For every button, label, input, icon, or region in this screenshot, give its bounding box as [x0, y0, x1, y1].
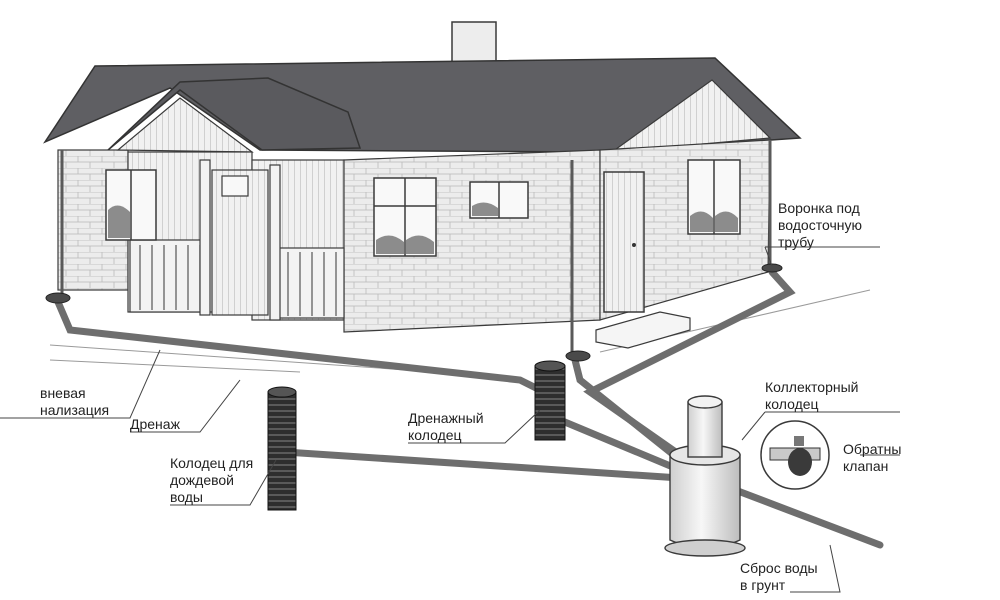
label-funnel: Воронка под водосточную трубу — [778, 200, 862, 250]
side-door — [603, 171, 645, 313]
rain-water-well — [267, 386, 297, 511]
door-step — [595, 311, 691, 349]
check-valve-inset — [760, 420, 830, 490]
chimney — [451, 21, 497, 65]
label-collector-well: Коллекторный колодец — [765, 379, 859, 412]
drainage-well — [534, 360, 566, 441]
pipes — [54, 268, 884, 549]
curtains — [108, 202, 738, 254]
label-drainage: Дренаж — [130, 416, 180, 432]
label-check-valve: Обратны клапан — [843, 441, 902, 474]
porch-roof — [107, 77, 362, 151]
label-storm-sewer: вневая нализация — [40, 385, 110, 418]
downpipes — [60, 140, 772, 352]
porch-gable — [116, 97, 254, 153]
label-rain-well: Колодец для дождевой воды — [170, 455, 254, 505]
porch-door-window — [221, 175, 249, 197]
label-discharge: Сброс воды в грунт — [740, 560, 818, 593]
collector-well — [664, 395, 746, 557]
door-knob — [632, 243, 636, 247]
porch-railing — [129, 159, 345, 321]
leader-lines — [0, 246, 900, 593]
label-drain-well: Дренажный колодец — [408, 410, 484, 443]
funnels — [45, 263, 783, 362]
